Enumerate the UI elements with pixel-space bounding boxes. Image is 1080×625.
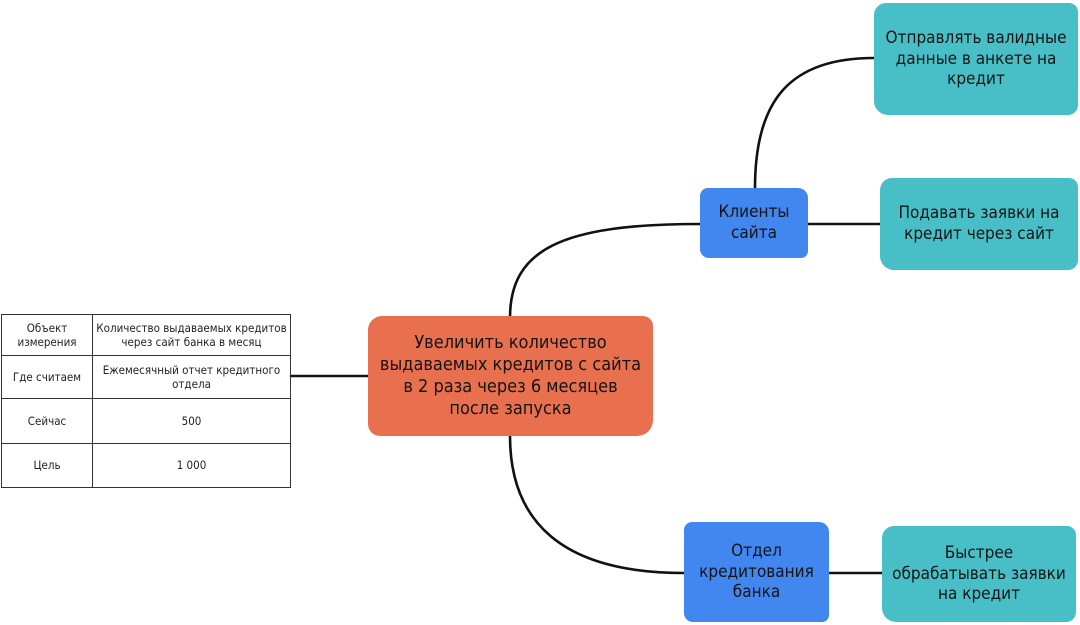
impact-node-apply-online[interactable]: Подавать заявки на кредит через сайт bbox=[880, 178, 1078, 270]
metric-key: Где считаем bbox=[1, 355, 93, 399]
connector-clients-impact1 bbox=[753, 56, 876, 190]
impact-node-faster-processing[interactable]: Быстрее обрабатывать заявки на кредит bbox=[882, 526, 1076, 622]
metric-value: Количество выдаваемых кредитов через сай… bbox=[92, 314, 291, 356]
metric-value: 1 000 bbox=[92, 443, 291, 488]
impact-label: Быстрее обрабатывать заявки на кредит bbox=[892, 542, 1066, 605]
table-row: Цель 1 000 bbox=[1, 443, 291, 488]
actor-node-credit-department[interactable]: Отдел кредитования банка bbox=[684, 522, 829, 622]
table-row: Сейчас 500 bbox=[1, 398, 291, 444]
metric-value: 500 bbox=[92, 398, 291, 444]
metrics-table: Объект измерения Количество выдаваемых к… bbox=[1, 314, 291, 488]
metric-key: Объект измерения bbox=[1, 314, 93, 356]
actor-label: Отдел кредитования банка bbox=[699, 540, 814, 603]
impact-node-valid-data[interactable]: Отправлять валидные данные в анкете на к… bbox=[874, 3, 1078, 115]
actor-label: Клиенты сайта bbox=[718, 202, 790, 243]
goal-node[interactable]: Увеличить количество выдаваемых кредитов… bbox=[368, 316, 653, 436]
table-row: Объект измерения Количество выдаваемых к… bbox=[1, 314, 291, 356]
metric-value: Ежемесячный отчет кредитного отдела bbox=[92, 355, 291, 399]
impact-label: Отправлять валидные данные в анкете на к… bbox=[885, 27, 1067, 90]
connector-goal-clients bbox=[508, 222, 702, 320]
goal-label: Увеличить количество выдаваемых кредитов… bbox=[379, 332, 642, 419]
actor-node-clients[interactable]: Клиенты сайта bbox=[700, 188, 808, 258]
metric-key: Цель bbox=[1, 443, 93, 488]
impact-label: Подавать заявки на кредит через сайт bbox=[898, 203, 1060, 244]
connector-goal-department bbox=[508, 434, 686, 575]
metric-key: Сейчас bbox=[1, 398, 93, 444]
table-row: Где считаем Ежемесячный отчет кредитного… bbox=[1, 355, 291, 399]
